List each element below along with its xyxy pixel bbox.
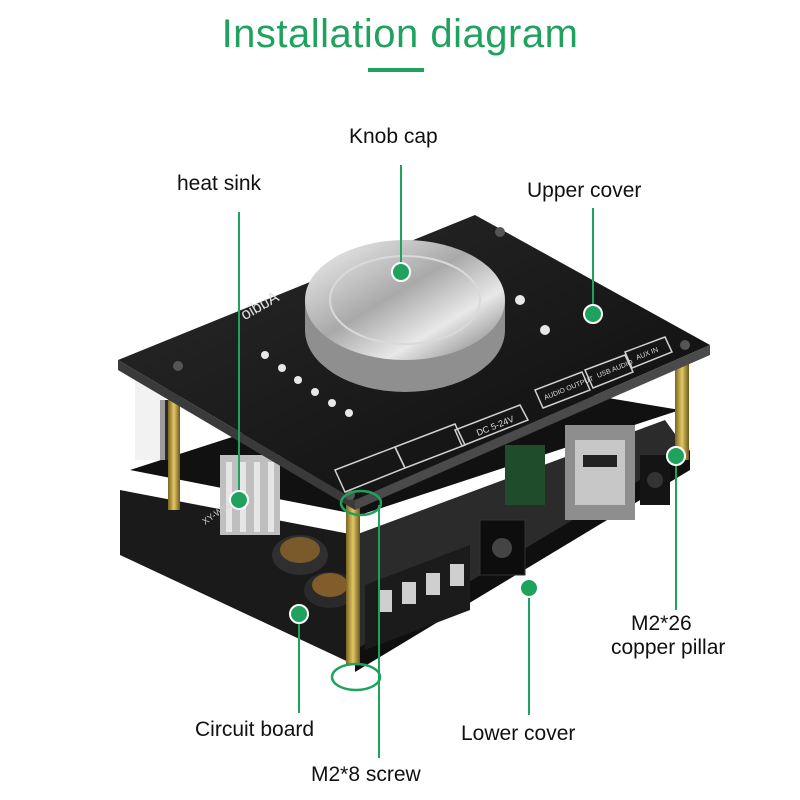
- heat-sink-marker: [229, 490, 249, 510]
- label-knob-cap: Knob cap: [349, 125, 438, 148]
- copper-pillars: [168, 360, 689, 665]
- knob: [305, 240, 505, 392]
- circuit-board-marker: [289, 604, 309, 624]
- screw-terminals: [365, 545, 470, 650]
- title-underline: [368, 68, 424, 72]
- label-pillar-name: copper pillar: [611, 636, 726, 659]
- label-heat-sink: heat sink: [177, 172, 262, 195]
- label-circuit-board: Circuit board: [195, 718, 315, 741]
- leader-lines: [238, 165, 677, 758]
- dc-jack: [479, 519, 526, 576]
- page-title: Installation diagram: [221, 12, 579, 56]
- heat-sink-part: [220, 455, 280, 535]
- lower-cover-marker: [519, 578, 539, 598]
- pillar-marker: [666, 446, 686, 466]
- label-screw: M2*8 screw: [311, 763, 421, 786]
- marker-dots: [229, 262, 686, 624]
- label-pillar-size: M2*26: [631, 612, 692, 635]
- upper-cover-marker: [583, 304, 603, 324]
- knob-cap-marker: [391, 262, 411, 282]
- label-lower-cover: Lower cover: [461, 722, 576, 745]
- usb-port: [565, 425, 635, 520]
- label-upper-cover: Upper cover: [527, 179, 642, 202]
